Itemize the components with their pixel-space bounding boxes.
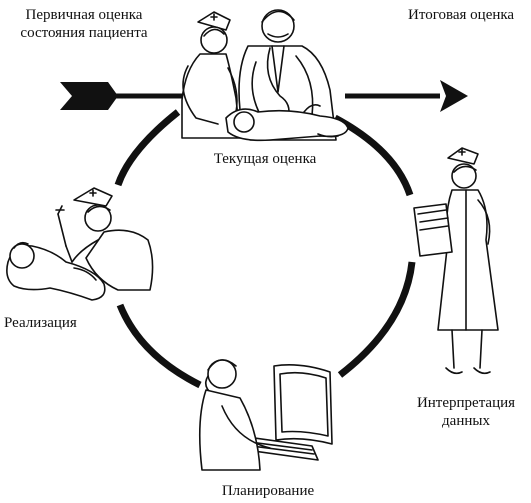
ring-arc-top-left [114, 109, 181, 187]
label-current-assessment: Текущая оценка [213, 151, 317, 167]
label-interpretation: Интерпретация данных [404, 394, 528, 430]
label-initial-line2: состояния пациента [20, 25, 148, 41]
label-implementation: Реализация [4, 315, 77, 331]
label-interpretation-line2: данных [442, 413, 490, 429]
label-planning: Планирование [221, 483, 315, 499]
arrow-right-icon [345, 80, 468, 112]
arrow-right-icon [60, 82, 188, 110]
ring-arc-right [337, 261, 416, 378]
label-initial-assessment: Первичная оценка состояния пациента [4, 6, 164, 42]
label-initial-line1: Первичная оценка [25, 7, 143, 23]
injection-scene-illustration [6, 187, 154, 301]
label-final-assessment: Итоговая оценка [408, 7, 515, 23]
examination-scene-illustration [181, 9, 349, 142]
nurse-reading-chart-illustration [413, 147, 499, 375]
label-interpretation-line1: Интерпретация [416, 395, 516, 411]
computer-planning-illustration [198, 359, 333, 471]
ring-arc-bottom-left [116, 303, 202, 389]
